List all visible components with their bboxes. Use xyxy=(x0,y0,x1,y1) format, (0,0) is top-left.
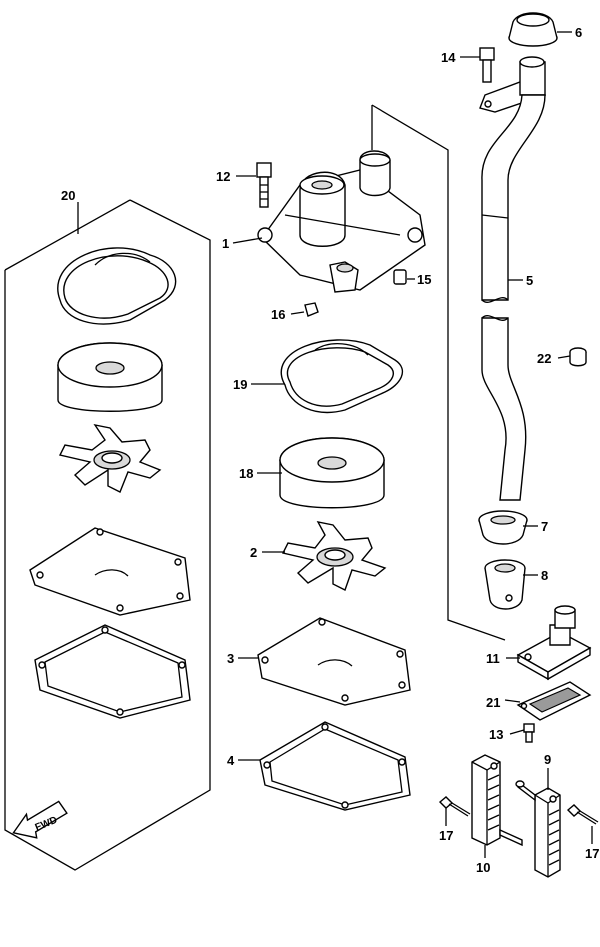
callout-20: 20 xyxy=(61,188,75,203)
screw-17-left xyxy=(438,796,471,817)
mesh-plate-21 xyxy=(516,681,592,721)
callout-14: 14 xyxy=(441,50,456,65)
callout-13: 13 xyxy=(489,727,503,742)
outlet-bracket xyxy=(479,56,546,113)
key-16 xyxy=(304,302,319,317)
callout-6: 6 xyxy=(575,25,582,40)
kit-20-insert xyxy=(57,342,163,412)
callout-8: 8 xyxy=(541,568,548,583)
callout-16: 16 xyxy=(271,307,285,322)
bolt-14 xyxy=(479,47,495,83)
callout-4: 4 xyxy=(227,753,235,768)
callout-11: 11 xyxy=(486,651,500,666)
screw-17-right xyxy=(566,804,599,825)
impeller-2 xyxy=(281,521,387,591)
callout-5: 5 xyxy=(526,273,533,288)
callout-15: 15 xyxy=(417,272,431,287)
connector-11 xyxy=(516,605,592,681)
bolt-12 xyxy=(256,162,272,208)
pump-housing-1 xyxy=(257,150,426,293)
insert-18 xyxy=(279,437,385,509)
callout-3: 3 xyxy=(227,651,234,666)
grommet-7 xyxy=(478,510,528,545)
seal-ring-19 xyxy=(280,339,404,414)
bar-10 xyxy=(471,754,523,847)
screw-13 xyxy=(523,723,535,743)
pin-15 xyxy=(393,269,407,285)
gasket-4 xyxy=(259,721,411,811)
kit-20-impeller xyxy=(58,423,162,493)
callout-18: 18 xyxy=(239,466,253,481)
callout-10: 10 xyxy=(476,860,490,875)
bar-9 xyxy=(515,780,561,878)
grommet-22 xyxy=(569,347,587,367)
assembly-bracket-lines xyxy=(371,104,506,641)
leader-lines xyxy=(77,31,593,858)
grommet-6 xyxy=(508,12,558,47)
callout-19: 19 xyxy=(233,377,247,392)
forward-arrow-icon: FWD xyxy=(12,800,68,839)
bar-9-teeth xyxy=(548,809,560,866)
callout-labels: 20 12 1 15 16 19 18 2 3 4 14 6 5 22 7 8 … xyxy=(61,25,599,875)
callout-17-left: 17 xyxy=(439,828,453,843)
callout-9: 9 xyxy=(544,752,551,767)
tube-8 xyxy=(484,559,526,610)
callout-17-right: 17 xyxy=(585,846,599,861)
hose-5 xyxy=(481,94,546,501)
kit-20-outline xyxy=(4,199,211,871)
kit-20-seal-ring xyxy=(57,247,177,325)
callout-7: 7 xyxy=(541,519,548,534)
callout-21: 21 xyxy=(486,695,500,710)
plate-3 xyxy=(257,617,411,706)
callout-12: 12 xyxy=(216,169,230,184)
kit-20-gasket xyxy=(34,624,191,719)
bar-10-teeth xyxy=(487,774,500,831)
callout-1: 1 xyxy=(222,236,229,251)
callout-2: 2 xyxy=(250,545,257,560)
callout-22: 22 xyxy=(537,351,551,366)
kit-20-plate xyxy=(29,527,191,616)
